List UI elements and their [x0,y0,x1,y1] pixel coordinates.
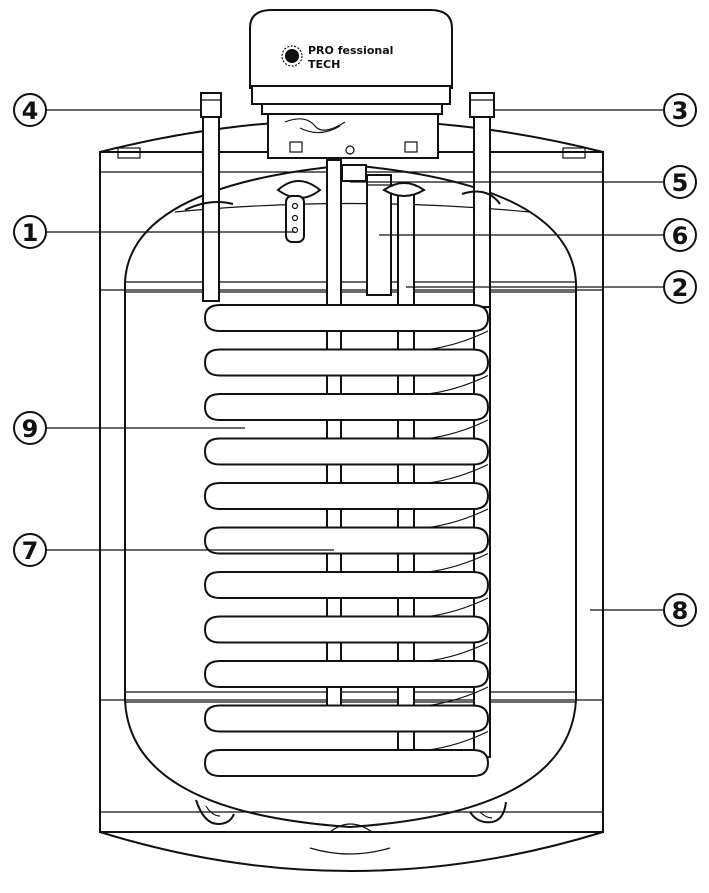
pipe-left [200,92,222,302]
coil-turn [203,437,490,466]
coil-turn [203,571,490,599]
coil-turn [203,749,490,777]
coil-turn [203,704,490,733]
callout-4-label: 4 [22,97,39,125]
brand-logo: PRO fessional TECH [281,44,393,71]
coil-turn [203,348,490,377]
coil-turn [203,526,490,555]
callout-6: 6 [379,218,697,252]
coil-turn [203,615,490,644]
callout-5: 5 [350,165,697,199]
brand-sun-icon [281,45,303,67]
callout-5-label: 5 [672,169,689,197]
callout-6-label: 6 [672,222,689,250]
callout-9-label: 9 [22,415,39,443]
base [99,799,604,872]
callout-9: 9 [13,411,245,445]
coil-turn [203,482,490,510]
callout-2-label: 2 [672,274,689,302]
inner-tank [124,163,577,855]
callout-7: 7 [13,533,334,567]
callout-3: 3 [494,93,697,127]
heat-exchanger-coil [203,304,490,777]
coil-turn [203,304,490,332]
callout-3-label: 3 [672,97,689,125]
coil-turn [203,393,490,421]
control-box [249,9,453,159]
coil-turn [203,660,490,688]
callout-8-label: 8 [672,597,689,625]
callout-2: 2 [406,270,697,304]
callout-4: 4 [13,93,200,127]
anode-bracket [285,195,305,243]
callout-1: 1 [13,215,295,249]
callout-7-label: 7 [22,537,39,565]
brand-line-1: PRO fessional [308,44,393,57]
callout-8: 8 [590,593,697,627]
brand-line-2: TECH [308,58,340,71]
callout-1-label: 1 [22,219,39,247]
